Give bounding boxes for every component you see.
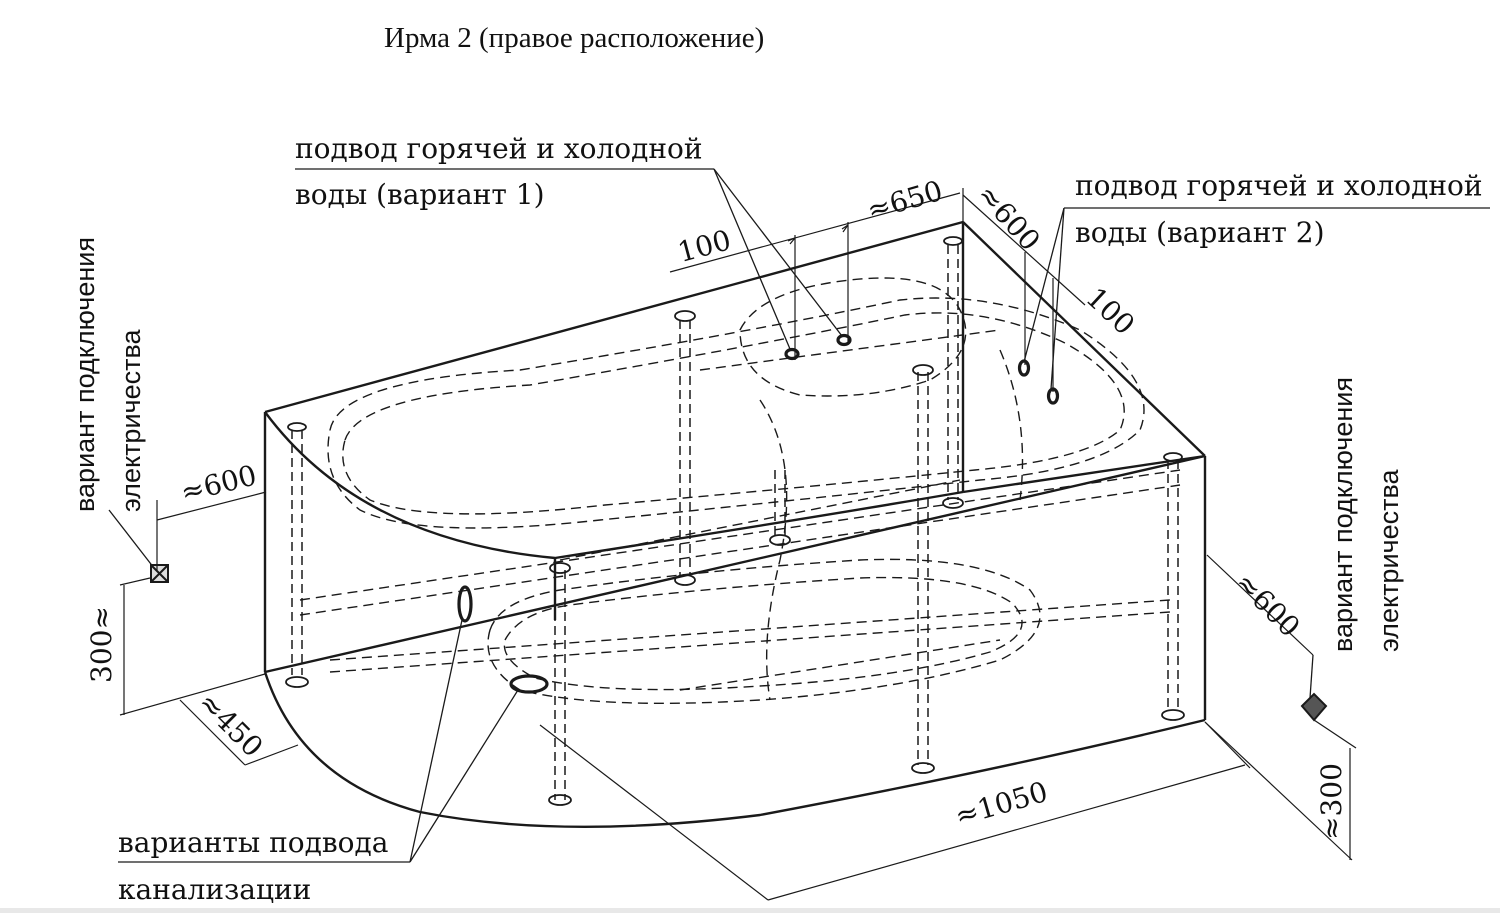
dim-300-left: 300≈ xyxy=(85,606,118,683)
water-inlets xyxy=(784,333,1060,405)
support-legs xyxy=(291,245,1179,800)
bottom-divider xyxy=(0,908,1500,913)
dim-300-right: ≈300 xyxy=(1315,763,1348,840)
drain-openings xyxy=(457,585,549,694)
water-v1-label-line1: подвод горячей и холодной xyxy=(295,132,703,165)
power-right-label-line1: вариант подключения xyxy=(1328,377,1358,652)
leg-feet xyxy=(285,236,1185,806)
water-v1-label-line2: воды (вариант 1) xyxy=(295,178,545,211)
tub-outline xyxy=(263,220,1207,828)
basin-hidden-lines xyxy=(299,277,1181,705)
drain-label-line2: канализации xyxy=(118,873,312,906)
drain-label-line1: варианты подвода xyxy=(118,826,389,859)
power-box-right xyxy=(1300,692,1328,722)
diagram-title: Ирма 2 (правое расположение) xyxy=(384,22,765,54)
power-left-label-line2: электричества xyxy=(116,329,146,512)
dimension-lines xyxy=(119,188,1357,901)
power-left-label-line1: вариант подключения xyxy=(70,237,100,512)
water-v2-label-line2: воды (вариант 2) xyxy=(1075,216,1325,249)
water-v2-label-line1: подвод горячей и холодной xyxy=(1075,169,1483,202)
power-right-label-line2: электричества xyxy=(1374,469,1404,652)
leader-lines xyxy=(108,168,1490,863)
